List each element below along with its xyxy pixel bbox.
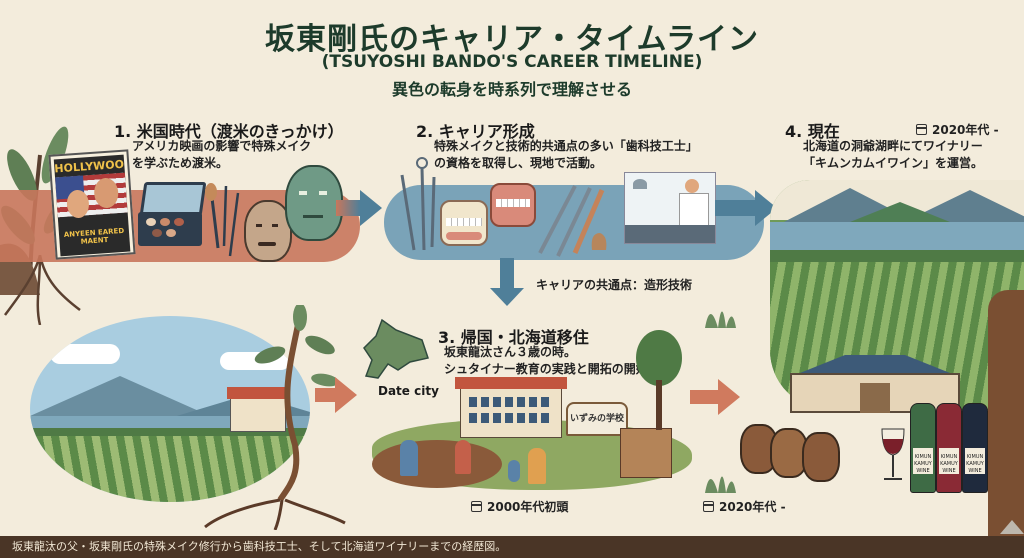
wine-bottle-icon: KIMUN KAMUY WINE	[910, 403, 936, 493]
step2-body-line: 特殊メイクと技術的共通点の多い「歯科技工士」	[434, 139, 698, 153]
family-figure-icon	[528, 448, 546, 484]
connector-label: キャリアの共通点：造形技術	[536, 278, 693, 292]
arrow-shaft	[336, 200, 360, 216]
map-label: Date city	[378, 384, 439, 398]
step2-body-line: の資格を取得し、現地で活動。	[434, 156, 603, 170]
roots-icon	[3, 255, 81, 325]
sparkle-icon	[1000, 520, 1024, 534]
bottom-date: 2020年代 -	[703, 498, 786, 515]
step3-body-line: シュタイナー教育の実践と開拓の開始。	[444, 362, 660, 376]
step3-body-line: 坂東龍汰さん３歳の時。	[444, 345, 577, 359]
step4-heading: 4. 現在	[785, 122, 840, 141]
creature-mask-icon	[285, 165, 343, 241]
calendar-icon	[471, 501, 482, 512]
tree-icon	[636, 330, 682, 386]
arrow-down-icon	[490, 288, 524, 306]
grass-icon	[705, 476, 736, 493]
arrow-right-icon	[360, 190, 382, 226]
step1-heading: 1. 米国時代（渡米のきっかけ）	[114, 122, 344, 141]
family-figure-icon	[400, 440, 418, 476]
makeup-kit-icon	[138, 182, 207, 252]
sapling-roots-icon	[204, 305, 346, 530]
dentures-icon	[490, 183, 536, 227]
wine-barrels-icon	[740, 420, 860, 482]
family-figure-icon	[508, 460, 520, 482]
wine-label: KIMUN KAMUY WINE	[913, 448, 933, 474]
step1-body: アメリカ映画の影響で特殊メイク を学ぶため渡米。	[132, 138, 311, 172]
step4-date-text: 2020年代 -	[932, 123, 999, 137]
calendar-check-icon	[703, 501, 714, 512]
wine-label: KIMUN KAMUY WINE	[939, 448, 959, 474]
step3-date: 2000年代初頭	[471, 498, 568, 515]
bottom-date-text: 2020年代 -	[719, 500, 786, 514]
arrow-right-icon	[718, 379, 740, 415]
step3-body: 坂東龍汰さん３歳の時。 シュタイナー教育の実践と開拓の開始。	[444, 344, 660, 378]
arrow-shaft	[690, 390, 718, 404]
step4-body-line: 「キムンカムイワイン」を運営。	[803, 156, 984, 170]
family-figure-icon	[455, 440, 471, 474]
step2-body: 特殊メイクと技術的共通点の多い「歯科技工士」 の資格を取得し、現地で活動。	[434, 138, 698, 172]
arrow-right-icon	[335, 377, 357, 413]
step4-date: 2020年代 -	[916, 121, 999, 138]
hollywood-poster: HOLLYWOOD ANYEEN EARED MAENT	[48, 149, 136, 260]
poster-subtitle: ANYEEN EARED MAENT	[63, 226, 125, 246]
dentures-icon	[440, 200, 488, 246]
sculpting-tools-icon	[538, 185, 607, 257]
grass-icon	[705, 311, 736, 328]
step3-heading: 3. 帰国・北海道移住	[438, 328, 589, 347]
hokkaido-map-icon	[363, 318, 429, 379]
arrow-shaft	[315, 388, 335, 402]
winery-barn-icon	[780, 355, 970, 415]
footer-caption: 坂東龍汰の父・坂東剛氏の特殊メイク修行から歯科技工士、そして北海道ワイナリーまで…	[0, 536, 1024, 558]
step4-body: 北海道の洞爺湖畔にてワイナリー 「キムンカムイワイン」を運営。	[803, 138, 983, 172]
step2-heading: 2. キャリア形成	[416, 122, 535, 141]
step1-body-line: アメリカ映画の影響で特殊メイク	[132, 139, 312, 153]
vineyard-landscape-illustration	[30, 316, 310, 502]
soil-patch	[372, 440, 502, 488]
page-subtitle-en: (TSUYOSHI BANDO'S CAREER TIMELINE)	[321, 52, 703, 72]
tree-trunk-icon	[988, 290, 1024, 536]
wine-bottle-icon: KIMUN KAMUY WINE	[962, 403, 988, 493]
wine-glass-icon	[881, 428, 905, 480]
arrow-shaft	[715, 200, 755, 216]
wine-label: KIMUN KAMUY WINE	[965, 448, 985, 474]
calendar-icon	[916, 124, 927, 135]
step3-date-text: 2000年代初頭	[487, 500, 569, 514]
step4-body-line: 北海道の洞爺湖畔にてワイナリー	[803, 139, 983, 153]
tree-trunk-icon	[656, 380, 662, 430]
step1-body-line: を学ぶため渡米。	[132, 156, 229, 170]
arrow-shaft	[500, 258, 514, 288]
wooden-hut-icon	[620, 428, 672, 478]
page-title: 坂東剛氏のキャリア・タイムライン	[265, 22, 759, 57]
school-building-icon	[455, 377, 567, 438]
school-sign: いずみの学校	[566, 402, 628, 436]
dental-tools-icon	[400, 157, 436, 251]
page-subtitle-jp: 異色の転身を時系列で理解させる	[391, 80, 632, 99]
makeup-brushes-icon	[205, 183, 240, 257]
dental-technician-icon	[624, 172, 716, 244]
wine-bottle-icon: KIMUN KAMUY WINE	[936, 403, 962, 493]
